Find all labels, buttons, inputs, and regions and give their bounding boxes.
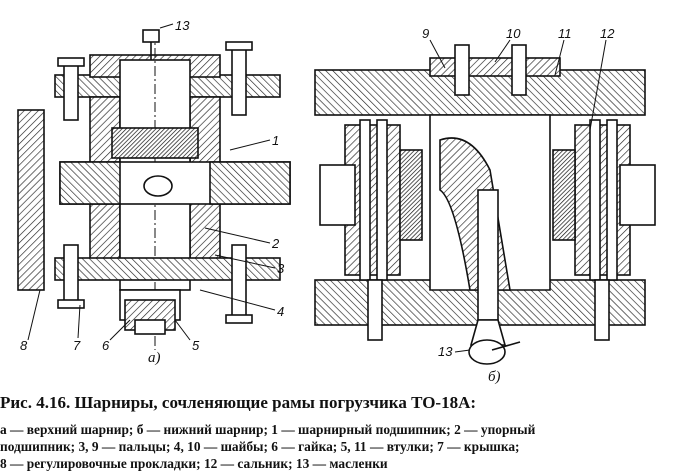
legend-line: подшипник; 3, 9 — пальцы; 4, 10 — шайбы;…: [0, 439, 520, 454]
upper-hinge-drawing: [17, 23, 291, 350]
callout-3: 3: [277, 261, 285, 276]
legend-line: 8 — регулировочные прокладки; 12 — сальн…: [0, 456, 388, 471]
callout-8: 8: [20, 338, 28, 353]
figure-caption-title: Рис. 4.16. Шарниры, сочленяющие рамы пог…: [0, 393, 477, 412]
callout-13-left: 13: [175, 18, 190, 33]
callout-13-right: 13: [438, 344, 453, 359]
sublabel-a: а): [148, 350, 161, 366]
callout-5: 5: [192, 338, 200, 353]
callout-12: 12: [600, 26, 615, 41]
technical-drawings: 13 1 2 3 4 5 6 7 8 а): [17, 18, 656, 385]
callout-4: 4: [277, 304, 284, 319]
callout-1: 1: [272, 133, 279, 148]
sublabel-b: б): [488, 369, 501, 385]
callout-6: 6: [102, 338, 110, 353]
callout-11: 11: [558, 26, 572, 41]
callout-2: 2: [271, 236, 280, 251]
callout-9: 9: [422, 26, 429, 41]
lower-hinge-drawing: [314, 39, 656, 365]
callout-10: 10: [506, 26, 521, 41]
callout-7: 7: [73, 338, 81, 353]
legend-line: а — верхний шарнир; б — нижний шарнир; 1…: [0, 422, 536, 437]
